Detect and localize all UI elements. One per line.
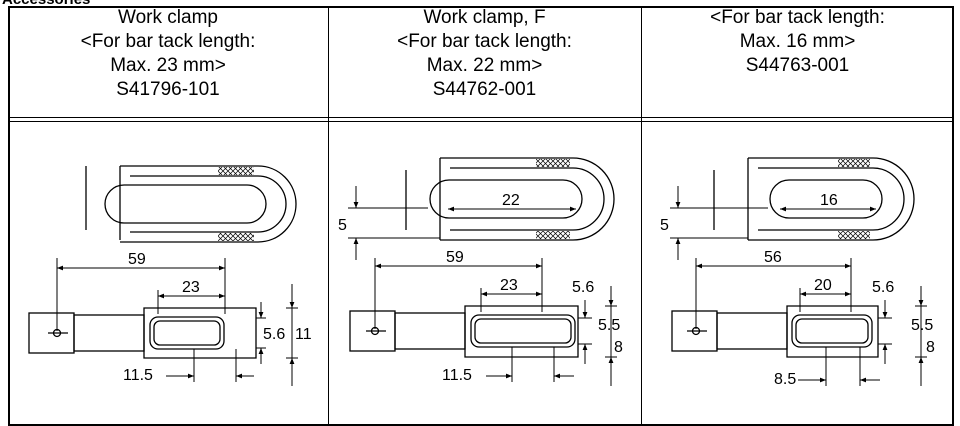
column-1-dim-offset: 11.5 [123,367,153,384]
column-2-part-number: S44762-001 [432,79,537,100]
column-2-dim-slot-width: 5.6 [572,279,594,296]
row-divider-second [8,121,954,122]
column-3-dim-top-slot: 16 [820,192,838,209]
column-2-dim-top-slot: 22 [502,192,520,209]
column-3-header: <For bar tack length: Max. 16 mm> S44763… [641,6,954,78]
column-1-drawing: 59 23 5.6 11 11.5 [28,165,312,386]
column-3-drawing: 16 5 56 20 5.6 5.5 8 8.5 [660,157,935,388]
column-1-line-2: <For bar tack length: [80,31,256,52]
column-3-side-view [671,305,879,358]
column-3-dim-height-a: 5.5 [911,317,933,334]
column-2-dim-overall: 59 [446,249,464,266]
column-3-dim-top-gap: 5 [660,217,669,234]
column-1-side-view [28,307,257,359]
column-divider-1 [328,6,329,426]
column-3-dim-slot-width: 5.6 [872,279,894,296]
column-2-dim-top-gap: 5 [338,217,347,234]
technical-drawings: 59 23 5.6 11 11.5 [28,157,935,388]
column-3-dim-height-b: 8 [926,339,935,356]
column-2-side-view [349,305,579,358]
column-2-top-view [405,157,615,241]
column-3-part-number: S44763-001 [745,55,850,76]
column-2-header: Work clamp, F <For bar tack length: Max.… [328,6,641,102]
column-1-part-number: S41796-101 [116,79,220,100]
column-1-header: Work clamp <For bar tack length: Max. 23… [8,6,328,102]
header-fragment-text: Accessories [2,0,90,8]
column-1-dim-slot-width: 5.6 [263,326,285,343]
column-2-line-2: <For bar tack length: [397,31,572,52]
column-2-drawing: 22 5 59 23 5.6 5.5 8 11.5 [338,157,623,386]
column-3-top-view [713,157,915,241]
column-3-line-2: Max. 16 mm> [739,31,856,52]
column-2-dim-offset: 11.5 [442,367,472,384]
header-fragment: Accessories [0,0,960,12]
column-2-dim-height-b: 8 [614,339,623,356]
column-3-dimensions [670,186,927,386]
column-1-dim-overall: 59 [128,251,146,268]
column-3-dim-overall: 56 [764,249,782,266]
column-2-line-1: Work clamp, F [423,7,546,28]
column-1-dimensions [56,258,298,386]
column-3-dim-offset: 8.5 [774,371,796,388]
column-divider-2 [641,6,642,426]
column-1-dim-slot: 23 [182,279,200,296]
column-2-dim-slot: 23 [500,277,518,294]
accessory-table: Work clamp <For bar tack length: Max. 23… [8,6,954,426]
column-1-line-1: Work clamp [118,7,218,28]
column-2-line-3: Max. 22 mm> [426,55,543,76]
column-3-dim-slot: 20 [814,277,832,294]
column-1-dim-height: 11 [295,326,312,343]
column-1-line-3: Max. 23 mm> [110,55,226,76]
column-3-line-1: <For bar tack length: [710,7,885,28]
row-divider [8,117,954,118]
column-2-dimensions [348,186,617,386]
column-1-top-view [85,165,297,243]
column-2-dim-height-a: 5.5 [598,317,620,334]
